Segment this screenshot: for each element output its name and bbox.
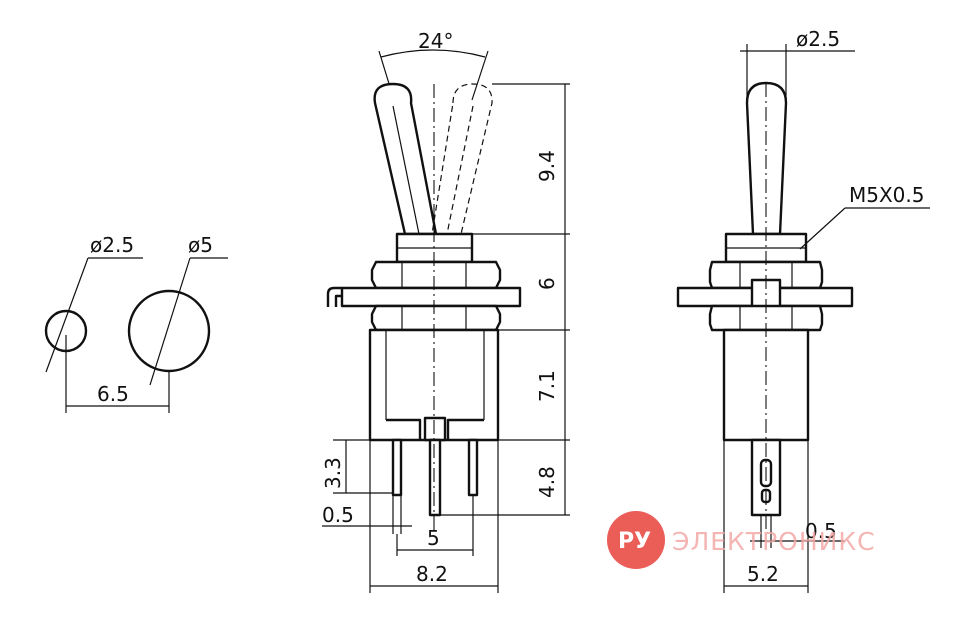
hole-pattern-view: ø2.5 ø5 6.5 — [44, 233, 228, 413]
watermark: РУ ЭЛЕКТРОНИКС — [607, 511, 876, 569]
watermark-brand-text: ЭЛЕКТРОНИКС — [672, 527, 876, 556]
body-height-dimension: 7.1 — [535, 370, 559, 402]
small-hole-dimension: ø2.5 — [90, 233, 134, 257]
lever-solid — [373, 82, 438, 236]
mounting-plate — [340, 286, 522, 308]
pin-thickness-dimension: 0.5 — [322, 503, 354, 527]
side-view: ø2.5 M5X0.5 0.5 5.2 — [676, 27, 930, 593]
pin-left — [391, 438, 403, 497]
pin-length-dimension: 4.8 — [535, 466, 559, 498]
small-hole-leader — [45, 257, 89, 373]
thread-leader — [799, 207, 846, 250]
bushing-height-dimension: 6 — [535, 277, 559, 290]
large-hole — [127, 289, 211, 373]
watermark-logo — [607, 511, 665, 569]
top-nut — [370, 260, 502, 290]
center-terminal-base — [423, 416, 447, 442]
watermark-logo-text: РУ — [618, 529, 651, 554]
side-lever-dimension: ø2.5 — [796, 27, 840, 51]
side-body-depth-dimension: 5.2 — [747, 562, 779, 586]
angle-arc — [380, 49, 486, 58]
front-view: 24° — [321, 29, 570, 593]
angle-dimension: 24° — [418, 29, 453, 53]
pin-center — [428, 438, 442, 517]
side-pin-width-dimension: 0.5 — [805, 519, 837, 543]
lever-height-dimension: 9.4 — [535, 150, 559, 182]
pin-right — [467, 438, 479, 497]
large-hole-dimension: ø5 — [188, 233, 213, 257]
spacing-dimension: 6.5 — [97, 382, 129, 406]
thread-dimension: M5X0.5 — [849, 183, 925, 207]
bottom-nut — [370, 304, 502, 332]
pin-offset-dimension: 3.3 — [321, 457, 345, 489]
lever-alternate-position — [431, 83, 493, 235]
body-width-dimension: 8.2 — [416, 562, 448, 586]
plate-tab — [326, 286, 342, 307]
pin-pitch-dimension: 5 — [427, 526, 440, 550]
large-hole-leader — [149, 257, 191, 386]
